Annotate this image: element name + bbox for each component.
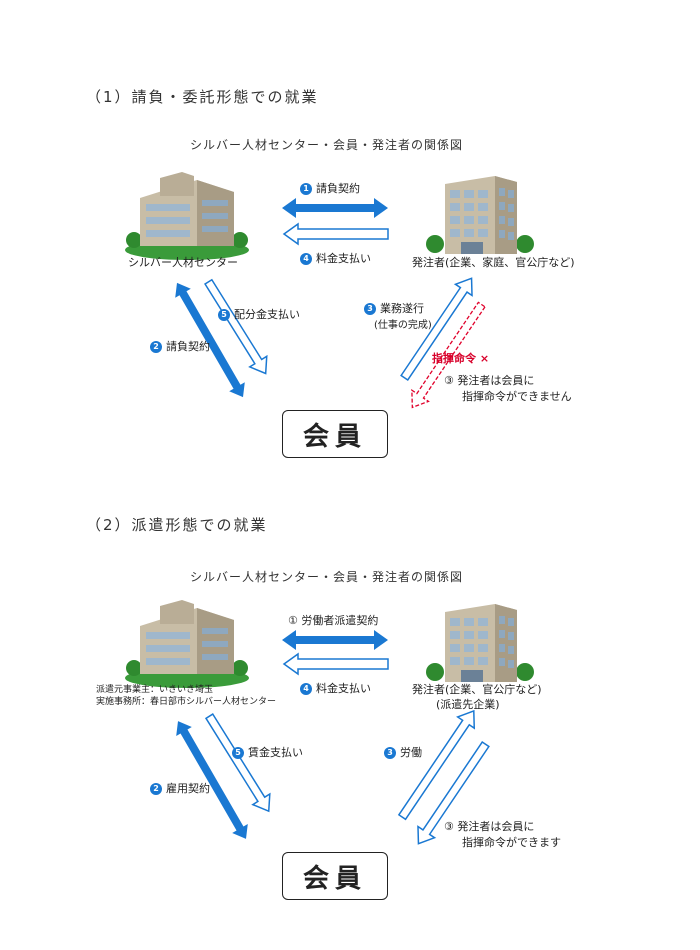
arrow-red-dashed [411, 301, 486, 409]
section1-note-line1: ③ 発注者は会員に [444, 374, 535, 387]
arrow-dispatch-top [282, 630, 388, 650]
section1-left-org: シルバー人材センター [128, 256, 238, 269]
section2-subtitle: シルバー人材センター・会員・発注者の関係図 [190, 570, 464, 584]
arrow-right-outline [400, 277, 473, 382]
building-right-icon [426, 176, 534, 254]
section1-heading: （1）請負・委託形態での就業 [86, 88, 319, 106]
arrow-left-solid [175, 282, 245, 398]
section2-arrow-top-label: ① 労働者派遣契約 [288, 614, 379, 627]
arrow-left-outline-2 [204, 713, 271, 813]
arrow-right-outline-2 [397, 709, 476, 821]
section2-note-line1: ③ 発注者は会員に [444, 820, 535, 833]
section1-subtitle: シルバー人材センター・会員・発注者の関係図 [190, 138, 464, 152]
building-left-icon [125, 172, 249, 260]
section2-heading: （2）派遣形態での就業 [86, 516, 268, 534]
building-left-icon-2 [125, 600, 249, 688]
section2-member-box: 会員 [282, 852, 388, 900]
section1-red-note: 指揮命令 × [432, 352, 490, 365]
section2-left-org: 派遣元事業主：いきいき埼玉 実施事務所：春日部市シルバー人材センター [96, 685, 277, 707]
section1-right-org: 発注者(企業、家庭、官公庁など) [412, 256, 575, 269]
arrow-direct-2 [417, 740, 490, 845]
section1-right-outline-sublabel: (仕事の完成) [374, 320, 432, 331]
section2-right-org: 発注者(企業、官公庁など) (派遣先企業) [412, 683, 542, 711]
arrow-payment-bottom-2 [282, 652, 389, 676]
section1-member-box: 会員 [282, 410, 388, 458]
arrow-contract-top [282, 198, 388, 218]
arrow-left-outline [204, 278, 268, 375]
section2-note-line2: 指揮命令ができます [462, 836, 561, 849]
arrow-left-solid-2 [176, 721, 248, 839]
number-badge: 4 [300, 253, 312, 265]
arrow-payment-bottom [282, 222, 389, 246]
number-badge: 1 [300, 183, 312, 195]
building-right-icon-2 [426, 604, 534, 682]
section1-note-line2: 指揮命令ができません [462, 390, 572, 403]
